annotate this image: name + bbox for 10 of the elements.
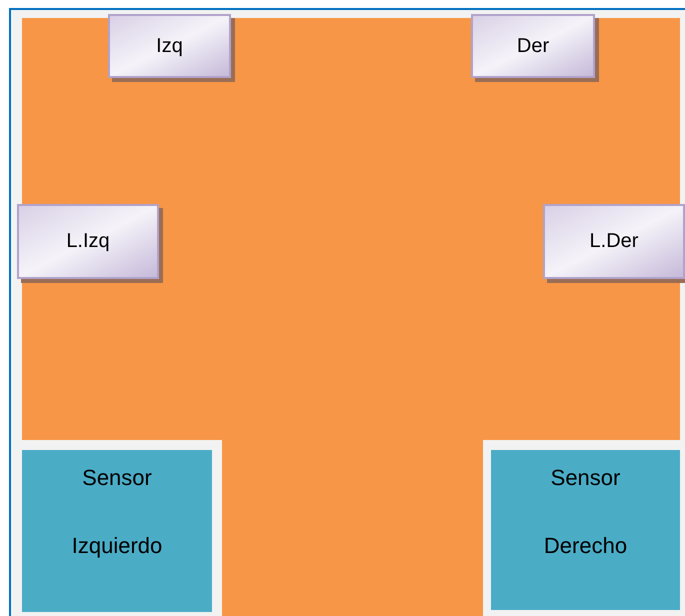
sensor-label: Izquierdo	[72, 532, 162, 559]
sensor-label: Derecho	[544, 532, 628, 559]
box-label: L.Der	[590, 229, 638, 254]
sensor-label: Sensor	[550, 464, 620, 492]
box-label: Izq	[156, 34, 183, 58]
box-label: Der	[516, 34, 550, 58]
sensor-box	[22, 450, 212, 612]
box-label: L.Izq	[66, 229, 110, 254]
sensor-label: Sensor	[82, 464, 152, 492]
sensor-box	[491, 450, 680, 610]
